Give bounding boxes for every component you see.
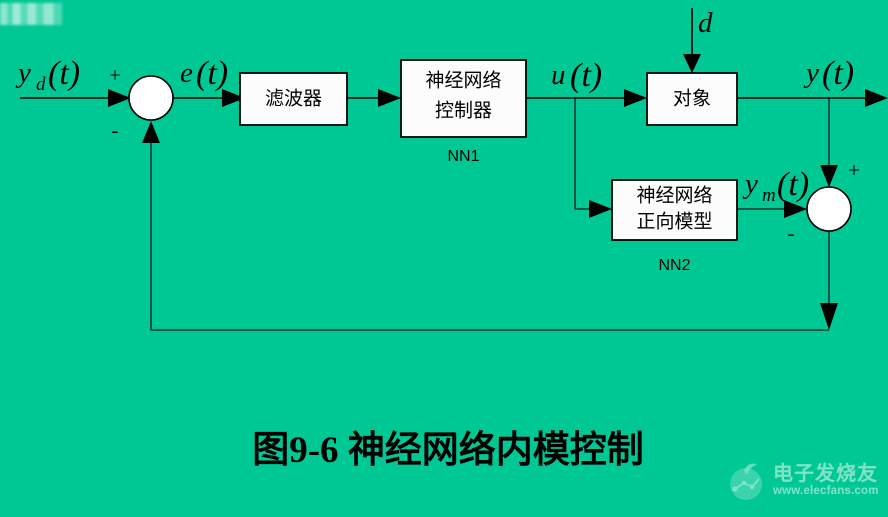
- block-filter[interactable]: [239, 72, 348, 126]
- block-nn-controller-sublabel: NN1: [447, 148, 479, 165]
- signal-label-error: e (t): [180, 55, 228, 92]
- block-filter-label: 滤波器: [265, 87, 322, 109]
- summer-model-plus-sign: +: [848, 158, 860, 182]
- arrowhead-controller-input: [378, 89, 401, 107]
- block-nn-controller-line2: 控制器: [435, 99, 492, 121]
- arrowhead-disturbance: [683, 54, 701, 73]
- watermark-text: 电子发烧友 www.elecfans.com: [773, 463, 879, 498]
- block-nn-forward-model-line1: 神经网络: [636, 184, 712, 206]
- signal-reference-arg: (t): [48, 55, 80, 92]
- signal-control-arg: (t): [570, 57, 602, 94]
- arrowhead-reference: [108, 89, 131, 107]
- arrowhead-summer-error-minus: [142, 121, 160, 143]
- signal-label-plant-output: y (t): [803, 55, 854, 92]
- watermark-brand: 电子发烧友: [773, 463, 878, 486]
- signal-reference-sub: d: [36, 74, 46, 95]
- arrowhead-plant-output: [865, 89, 888, 107]
- watermark-url: www.elecfans.com: [773, 485, 879, 498]
- figure-caption: 图9-6 神经网络内模控制: [252, 428, 644, 471]
- block-nn-controller-line1: 神经网络: [425, 69, 501, 91]
- redacted-text-block: [0, 3, 62, 25]
- signal-label-model-output: y m (t): [742, 166, 809, 206]
- signal-error-arg: (t): [196, 55, 228, 92]
- signal-label-control: u (t): [551, 57, 602, 94]
- wire-feedback-to-summer: [150, 130, 829, 331]
- signal-model-output-sub: m: [762, 185, 776, 206]
- block-plant-label: 对象: [673, 87, 711, 109]
- block-plant[interactable]: [646, 72, 738, 126]
- block-nn-forward-model-sublabel: NN2: [658, 257, 690, 274]
- arrowhead-plant-input: [624, 89, 647, 107]
- signal-error-base: e: [180, 57, 193, 89]
- summer-error-plus-sign: +: [109, 63, 121, 87]
- signal-plant-output-base: y: [803, 57, 819, 89]
- signal-model-output-arg: (t): [777, 166, 809, 203]
- arrowhead-summer-model-plus: [820, 165, 838, 187]
- signal-model-output-base: y: [742, 168, 758, 200]
- summer-model[interactable]: [806, 186, 852, 232]
- signal-control-base: u: [551, 59, 566, 91]
- watermark-logo-icon: [730, 463, 762, 500]
- wire-control-branch-to-nn2: [574, 98, 606, 210]
- signal-label-reference: y d (t): [15, 55, 80, 95]
- summer-error[interactable]: [128, 75, 174, 121]
- block-nn-forward-model[interactable]: [611, 179, 738, 241]
- arrowhead-filter-input: [222, 89, 245, 107]
- signal-plant-output-arg: (t): [822, 55, 854, 92]
- summer-error-minus-sign: -: [112, 118, 119, 142]
- block-nn-controller[interactable]: [400, 59, 527, 138]
- signal-label-disturbance: d: [698, 7, 713, 39]
- signal-reference-base: y: [15, 57, 31, 89]
- watermark: 电子发烧友 www.elecfans.com: [724, 452, 884, 510]
- arrowhead-summer-model-minus: [784, 200, 807, 218]
- arrowhead-nn2-input: [589, 200, 612, 218]
- summer-model-minus-sign: -: [788, 221, 795, 245]
- arrowhead-feedback-corner: [820, 303, 838, 330]
- block-nn-forward-model-line2: 正向模型: [636, 210, 712, 232]
